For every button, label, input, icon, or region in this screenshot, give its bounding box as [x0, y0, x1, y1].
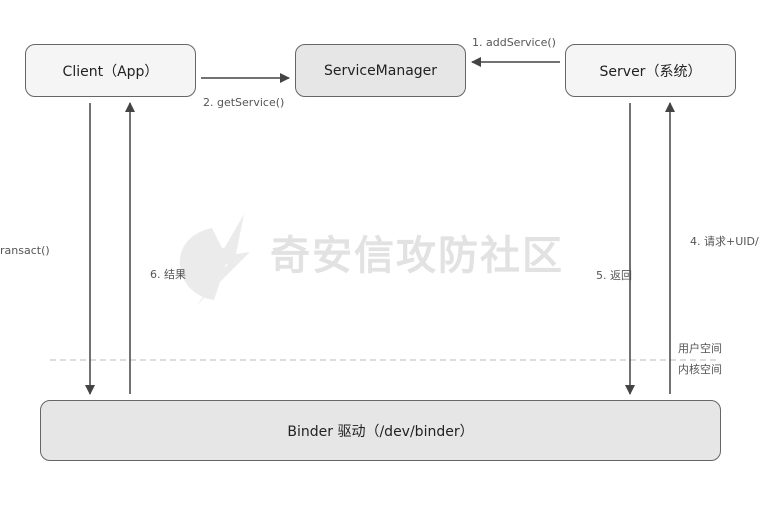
label-kernel-space: 内核空间	[678, 363, 722, 376]
service-manager-node: ServiceManager	[295, 44, 466, 97]
label-get-service: 2. getService()	[203, 96, 285, 109]
client-app-node: Client（App）	[25, 44, 196, 97]
server-system-node: Server（系统）	[565, 44, 736, 97]
label-add-service: 1. addService()	[472, 36, 556, 49]
label-result: 6. 结果	[150, 268, 186, 281]
binder-driver-node: Binder 驱动（/dev/binder）	[40, 400, 721, 461]
watermark-text: 奇安信攻防社区	[270, 233, 564, 279]
label-transact: ransact()	[0, 244, 50, 257]
watermark-logo	[179, 214, 250, 306]
label-return: 5. 返回	[596, 269, 632, 282]
label-request-uid: 4. 请求+UID/	[690, 235, 759, 248]
label-user-space: 用户空间	[678, 342, 722, 355]
